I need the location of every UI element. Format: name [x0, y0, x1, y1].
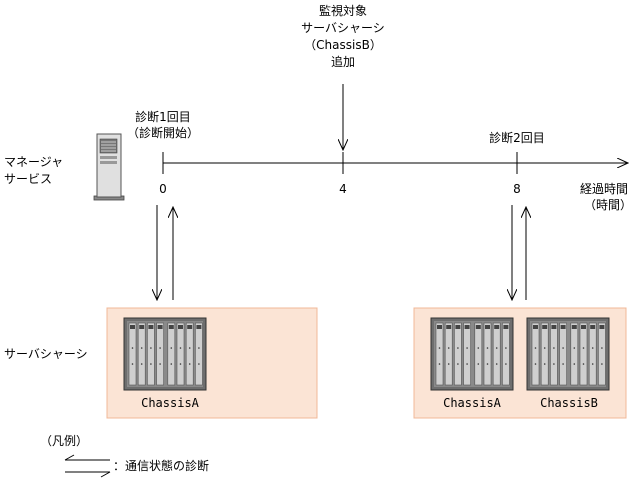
- manager-label-line1: マネージャ: [4, 155, 64, 169]
- legend-arrow-icon: [64, 454, 111, 478]
- event-label-line2: サーバシャーシ: [301, 21, 385, 35]
- server-rack-icon-right-b: [526, 317, 610, 391]
- event-label-line1: 監視対象: [318, 4, 367, 18]
- server-chassis-label: サーバシャーシ: [4, 347, 88, 361]
- server-rack-icons: [123, 317, 610, 391]
- diag1-sublabel: （診断開始）: [126, 126, 199, 140]
- tick-label-0: 0: [159, 182, 167, 196]
- manager-label-line2: サービス: [4, 172, 53, 186]
- chassis-name-left-a: ChassisA: [141, 396, 199, 410]
- server-rack-icon-right-a: [430, 317, 514, 391]
- diag1-label: 診断1回目: [135, 110, 191, 124]
- legend-arrow-label: ：通信状態の診断: [113, 459, 210, 473]
- server-rack-icon-left-a: [123, 317, 207, 391]
- chassis-name-right-a: ChassisA: [443, 396, 501, 410]
- tick-label-4: 4: [339, 182, 347, 196]
- axis-unit-label: （時間）: [584, 198, 633, 212]
- event-label-line4: 追加: [330, 55, 355, 69]
- diag2-label: 診断2回目: [489, 131, 545, 145]
- event-label-line3: （ChassisB）: [304, 38, 382, 52]
- legend-title: （凡例）: [40, 434, 89, 448]
- chassis-name-right-b: ChassisB: [540, 396, 598, 410]
- tick-label-8: 8: [513, 182, 521, 196]
- axis-label: 経過時間: [580, 182, 629, 196]
- server-computer-icon: [93, 133, 125, 201]
